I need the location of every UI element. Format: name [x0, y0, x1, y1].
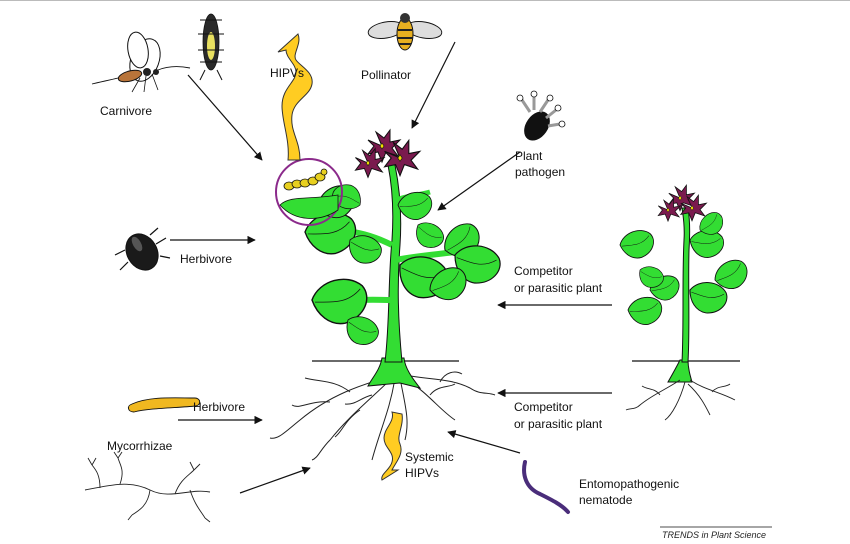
ladybird-larva-icon — [198, 13, 224, 81]
competitor-below-label-line1: Competitor — [514, 400, 573, 414]
plant-pathogen-icon — [516, 90, 566, 141]
herbivore-above-label: Herbivore — [180, 252, 232, 266]
systemic-hipvs-label-line1: Systemic — [405, 450, 454, 464]
mycorrhizae-label: Mycorrhizae — [107, 439, 173, 453]
arrow-pollinator — [411, 41, 456, 129]
competitor-below-label-line2: or parasitic plant — [514, 417, 603, 431]
systemic-hipvs-label-line2: HIPVs — [405, 466, 439, 480]
competitor-above-label-line2: or parasitic plant — [514, 281, 603, 295]
nematode-label-line2: nematode — [579, 493, 633, 507]
hipv-plume-lower — [381, 411, 403, 481]
herbivore-below-label: Herbivore — [193, 400, 245, 414]
carnivore-wasp-icon — [91, 31, 191, 93]
interaction-arrows — [170, 41, 612, 494]
mycorrhizae-icon — [84, 451, 211, 523]
plant-pathogen-label-line2: pathogen — [515, 165, 565, 179]
leaf — [409, 217, 448, 254]
caterpillar-bubble — [275, 158, 343, 226]
arrow-pathogen — [437, 151, 521, 211]
nematode-label-line1: Entomopathogenic — [579, 477, 679, 491]
hipv-plume-upper — [277, 33, 313, 161]
competitor-plant — [617, 184, 754, 421]
plant-pathogen-label-line1: Plant — [515, 149, 543, 163]
pollinator-label: Pollinator — [361, 68, 411, 82]
competitor-above-label-line1: Competitor — [514, 264, 573, 278]
main-plant — [269, 129, 504, 461]
stem-base — [367, 357, 422, 389]
main-stem — [384, 164, 403, 363]
herbivore-larva-icon — [127, 397, 201, 413]
caterpillar-icon — [283, 168, 328, 191]
arrow-nematode — [447, 430, 521, 454]
source-credit: TRENDS in Plant Science — [662, 530, 766, 540]
carnivore-label: Carnivore — [100, 104, 152, 118]
pollinator-bee-icon — [367, 13, 443, 51]
herbivore-beetle-icon — [114, 227, 171, 271]
main-roots — [269, 371, 496, 461]
arrow-carnivore — [187, 74, 263, 161]
arrow-mycorrhizae — [239, 466, 311, 494]
nematode-icon — [522, 460, 570, 514]
hipvs-label: HIPVs — [270, 66, 304, 80]
